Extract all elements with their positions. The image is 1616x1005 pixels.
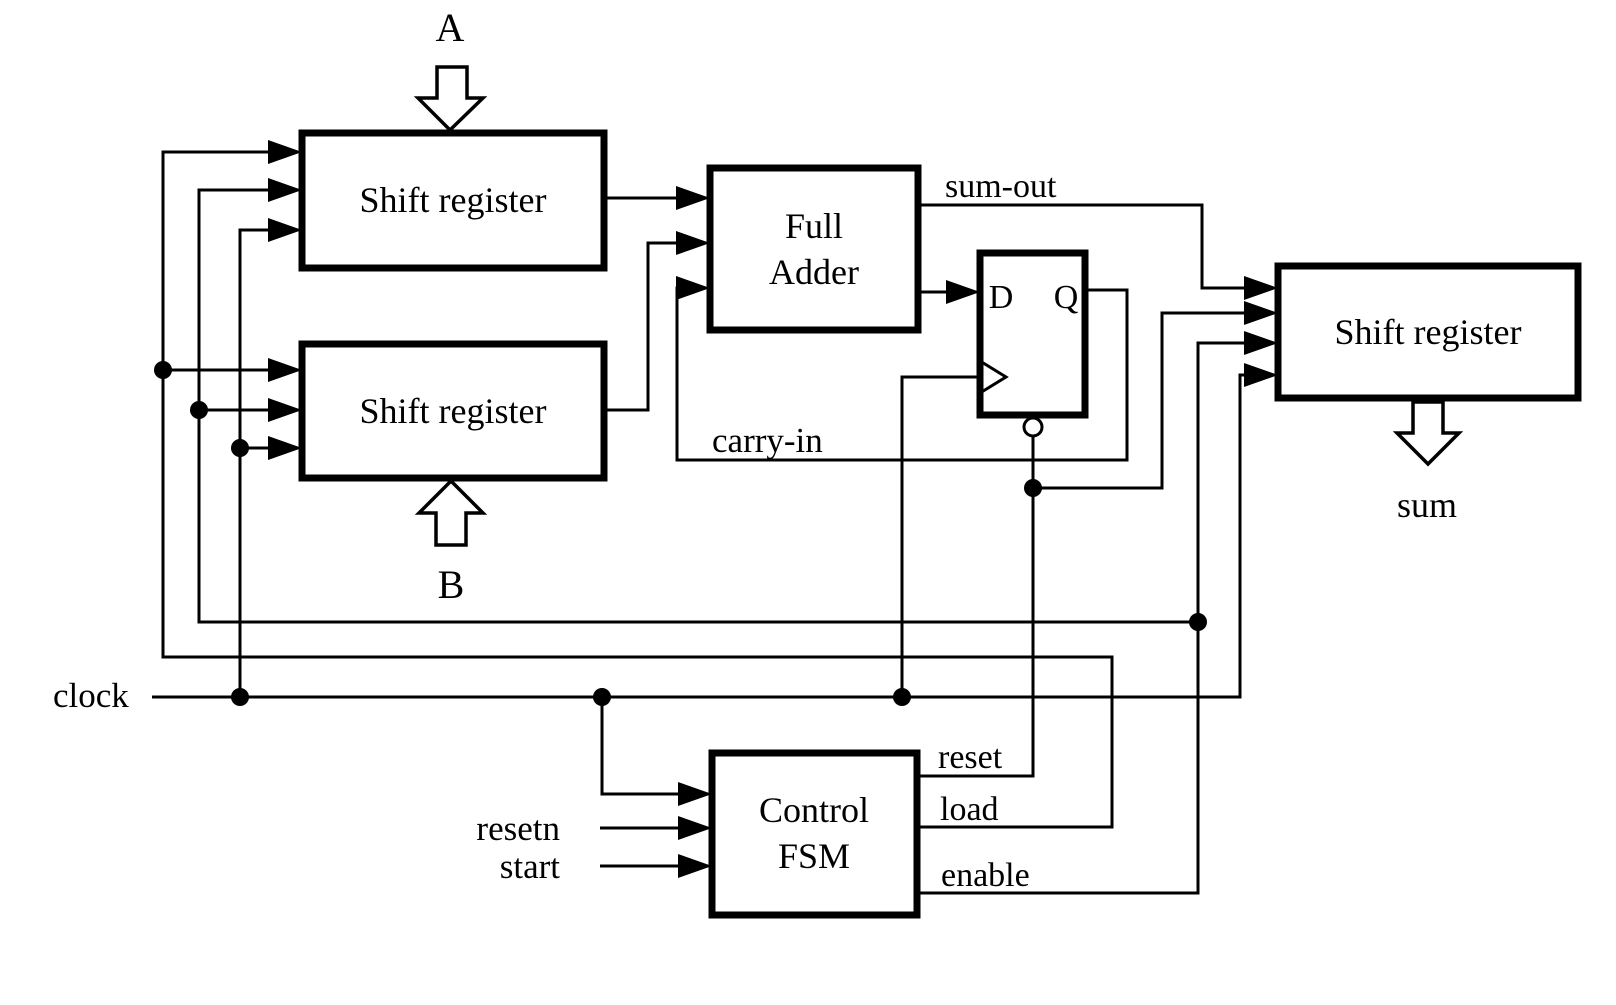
d-flip-flop-block xyxy=(976,249,1089,419)
input-b-label: B xyxy=(438,562,465,607)
junction-dot xyxy=(593,688,611,706)
blocks: Shift register Shift register Full Adder… xyxy=(298,129,1582,919)
input-b-arrow-icon xyxy=(414,478,488,547)
input-a-label: A xyxy=(436,5,465,50)
arrowhead-icon xyxy=(268,140,302,164)
wire-clock-branch-sra xyxy=(238,228,272,697)
arrowhead-icon xyxy=(946,280,980,304)
arrowhead-icon xyxy=(676,276,710,300)
shift-register-b-block xyxy=(298,340,608,482)
wire-srb-to-adder xyxy=(604,241,680,412)
arrowhead-icon xyxy=(1244,331,1278,355)
wire-sum-out xyxy=(918,203,1248,290)
wire-reset-net xyxy=(917,436,1035,778)
control-fsm-label-line2: FSM xyxy=(778,836,850,876)
junction-dot xyxy=(231,439,249,457)
arrowhead-icon xyxy=(268,218,302,242)
hollow-arrows xyxy=(413,65,1464,547)
flip-flop-d-label: D xyxy=(989,279,1014,316)
wire-clock-branch-dff xyxy=(900,375,977,697)
carry-in-label: carry-in xyxy=(712,421,823,460)
clock-label: clock xyxy=(53,676,129,715)
control-fsm-label-line1: Control xyxy=(759,790,869,830)
junction-dot xyxy=(154,361,172,379)
arrowhead-icon xyxy=(268,358,302,382)
wire-load-net xyxy=(161,150,1114,829)
shift-register-out-block xyxy=(1274,262,1582,402)
arrowheads xyxy=(268,140,1278,878)
full-adder-block xyxy=(706,164,922,334)
junction-dot xyxy=(893,688,911,706)
load-label: load xyxy=(940,791,999,828)
arrowhead-icon xyxy=(676,231,710,255)
resetn-label: resetn xyxy=(476,809,560,848)
wire-reset-branch-srout xyxy=(1033,311,1248,490)
shift-register-out-label: Shift register xyxy=(1335,312,1522,352)
junction-dot xyxy=(231,688,249,706)
arrowhead-icon xyxy=(678,816,712,840)
flip-flop-q-label: Q xyxy=(1054,279,1079,316)
signal-labels: A B sum sum-out carry-in clock resetn st… xyxy=(53,5,1457,894)
wires xyxy=(152,150,1248,895)
arrowhead-icon xyxy=(268,178,302,202)
sum-output-arrow-icon xyxy=(1392,400,1464,467)
arrowhead-icon xyxy=(1244,276,1278,300)
arrowhead-icon xyxy=(678,854,712,878)
junction-dot xyxy=(190,401,208,419)
junction-dot xyxy=(1024,479,1042,497)
reset-bubble-icon xyxy=(1022,416,1044,438)
arrowhead-icon xyxy=(678,782,712,806)
wire-clock-branch-fsm xyxy=(600,697,682,796)
arrowhead-icon xyxy=(1244,301,1278,325)
full-adder-label-line2: Adder xyxy=(769,252,859,292)
arrowhead-icon xyxy=(268,436,302,460)
shift-register-a-label: Shift register xyxy=(360,180,547,220)
shift-register-a-block xyxy=(298,129,608,272)
junction-dots xyxy=(154,361,1207,706)
shift-register-b-label: Shift register xyxy=(360,391,547,431)
arrowhead-icon xyxy=(268,398,302,422)
clock-chevron-icon xyxy=(979,359,1009,395)
sum-label: sum xyxy=(1397,485,1457,525)
input-a-arrow-icon xyxy=(413,65,488,133)
arrowhead-icon xyxy=(1244,363,1278,387)
enable-label: enable xyxy=(941,857,1030,894)
reset-label: reset xyxy=(938,739,1003,776)
start-label: start xyxy=(500,847,561,886)
control-fsm-block xyxy=(708,749,921,919)
full-adder-label-line1: Full xyxy=(785,206,843,246)
junction-dot xyxy=(1189,613,1207,631)
arrowhead-icon xyxy=(676,186,710,210)
sum-out-label: sum-out xyxy=(945,168,1057,205)
